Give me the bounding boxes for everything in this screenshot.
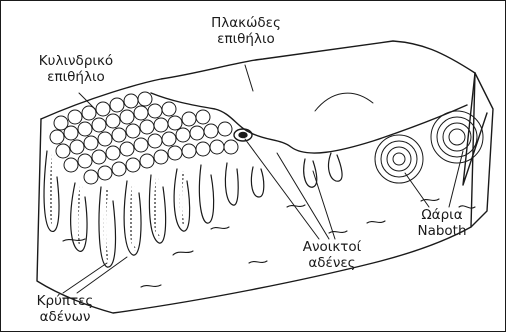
naboth-cyst-right [431,111,483,163]
leader-squamous [245,65,253,91]
leader-naboth-left [405,173,429,207]
squamous-surface-mound [315,93,373,111]
label-columnar-epithelium: Κυλινδρικό επιθήλιο [21,53,131,85]
label-naboth-cysts: Ωάρια Naboth [407,207,477,239]
label-squamous-epithelium-line2: επιθήλιο [191,31,301,47]
leader-naboth-right [449,151,463,207]
leader-open-glands-3 [313,171,335,239]
label-open-glands: Ανοικτοί αδένες [287,239,377,271]
open-gland-pore-inner [239,132,247,137]
naboth-cyst-left [375,135,423,183]
tissue-block-front-outline [37,73,475,313]
label-squamous-epithelium: Πλακώδες επιθήλιο [191,15,301,47]
label-naboth-cysts-line1: Ωάρια [407,207,477,223]
label-columnar-epithelium-line1: Κυλινδρικό [21,53,131,69]
label-open-glands-line1: Ανοικτοί [287,239,377,255]
label-squamous-epithelium-line1: Πλακώδες [191,15,301,31]
label-open-glands-line2: αδένες [287,255,377,271]
label-gland-crypts-line1: Κρύπτες [25,293,105,309]
label-gland-crypts-line2: αδένων [25,309,105,325]
leader-crypts-2 [77,257,127,293]
leader-crypts-1 [63,263,107,293]
label-gland-crypts: Κρύπτες αδένων [25,293,105,325]
columnar-epithelium-villi [50,92,238,184]
label-naboth-cysts-line2: Naboth [407,223,477,239]
label-columnar-epithelium-line2: επιθήλιο [21,69,131,85]
leader-open-glands-1 [245,139,319,239]
